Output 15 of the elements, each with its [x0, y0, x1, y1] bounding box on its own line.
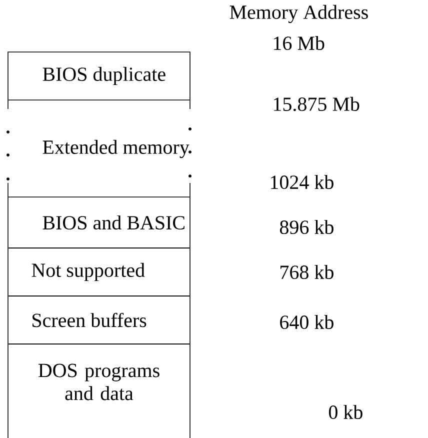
memory-block: Screen buffers: [8, 296, 190, 344]
memory-block: Not supported: [8, 248, 190, 296]
memory-region: Extended memory: [6, 128, 192, 180]
address-label: 896 kb: [280, 220, 334, 234]
address-label: 16 Mb: [274, 36, 324, 50]
memory-block: DOS programs and data: [8, 344, 190, 438]
node-label: Extended memory: [42, 140, 190, 158]
memory-block: BIOS and BASIC: [8, 182, 190, 248]
address-label: 0 kb: [328, 404, 362, 420]
address-label: 1024 kb: [270, 174, 334, 190]
address-label: 640 kb: [280, 314, 334, 330]
column-heading: Memory Address: [230, 4, 368, 24]
memory-block: BIOS duplicate: [8, 52, 190, 110]
address-label: 768 kb: [280, 264, 334, 280]
address-label: 15.875 Mb: [274, 96, 360, 112]
